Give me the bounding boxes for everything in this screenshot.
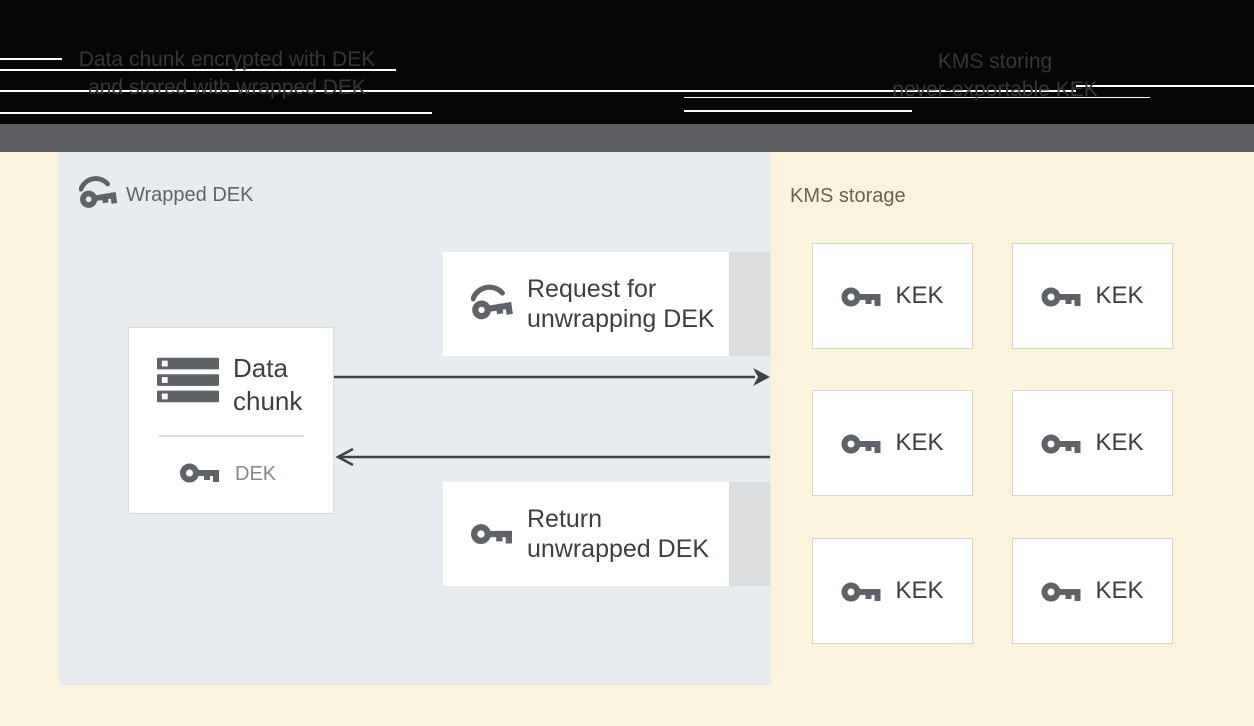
key-icon (1041, 577, 1082, 605)
kek-label: KEK (1095, 577, 1144, 604)
kek-box: KEK (812, 390, 973, 496)
kek-box: KEK (1012, 243, 1173, 349)
wrapped-key-icon (79, 176, 121, 210)
gray-divider-band (0, 124, 1254, 152)
key-icon (841, 282, 882, 310)
return-box-shadow (729, 482, 770, 586)
return-box-line: Return (527, 505, 603, 533)
key-icon (1041, 429, 1082, 457)
data-chunk-box: Data chunk DEK (128, 327, 334, 514)
caption-line: KMS storing (937, 50, 1053, 73)
return-unwrapped-box: Return unwrapped DEK (443, 482, 729, 586)
scanline-artifact (684, 110, 912, 112)
data-chunk-title: Data chunk (233, 352, 302, 418)
return-box-line: unwrapped DEK (527, 535, 710, 563)
caption-line: never-exportable KEK (892, 78, 1098, 101)
request-box-line: Request for (527, 275, 657, 303)
scanline-artifact (0, 58, 62, 60)
request-box-text: Request for unwrapping DEK (527, 274, 715, 334)
kek-label: KEK (1095, 429, 1144, 456)
kek-label: KEK (895, 282, 944, 309)
kms-storage-label: KMS storage (790, 185, 906, 207)
key-icon (1041, 282, 1082, 310)
kek-label: KEK (1095, 282, 1144, 309)
request-box-shadow (729, 252, 770, 356)
caption-line: and stored with wrapped DEK (88, 76, 366, 99)
kek-box: KEK (812, 538, 973, 644)
request-box-line: unwrapping DEK (527, 305, 715, 333)
caption-wrapped-dek: Data chunk encrypted with DEK and stored… (63, 46, 391, 102)
key-icon (471, 518, 513, 548)
divider-line (159, 435, 304, 437)
request-unwrapping-box: Request for unwrapping DEK (443, 252, 729, 356)
caption-kms: KMS storing never-exportable KEK (884, 48, 1106, 104)
kek-box: KEK (812, 243, 973, 349)
header-banner (0, 0, 1254, 124)
key-icon (841, 429, 882, 457)
key-icon (841, 577, 882, 605)
key-icon (179, 458, 221, 486)
kek-label: KEK (895, 429, 944, 456)
scanline-artifact (1076, 85, 1254, 87)
scanline-artifact (0, 112, 432, 114)
kek-box: KEK (1012, 538, 1173, 644)
data-chunk-line: chunk (233, 386, 303, 416)
return-box-text: Return unwrapped DEK (527, 504, 709, 564)
storage-stack-icon (157, 356, 219, 404)
dek-label: DEK (235, 463, 277, 485)
wrapped-dek-label: Wrapped DEK (126, 184, 254, 206)
wrapped-key-icon (471, 284, 517, 322)
data-chunk-line: Data (233, 353, 288, 383)
kek-label: KEK (895, 577, 944, 604)
scanline-artifact (0, 90, 1076, 92)
scanline-artifact (684, 97, 1150, 98)
kek-box: KEK (1012, 390, 1173, 496)
caption-line: Data chunk encrypted with DEK (78, 48, 376, 71)
scanline-artifact (0, 69, 396, 71)
